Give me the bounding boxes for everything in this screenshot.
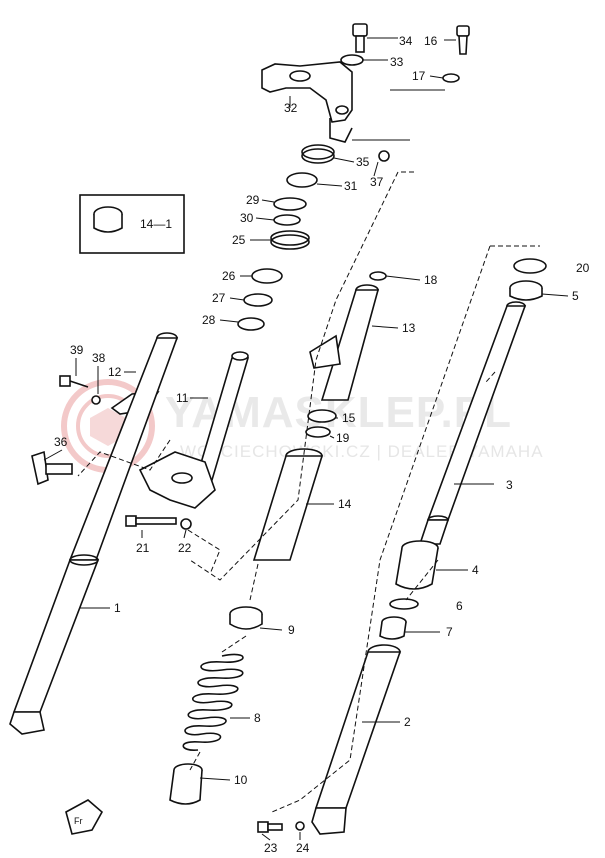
callout-35: 35 [356,155,370,169]
ring-20 [513,258,547,274]
callout-23: 23 [264,841,278,855]
callout-24: 24 [296,841,310,855]
callout-20: 20 [576,261,590,275]
callout-11: 11 [176,391,189,405]
spring-8 [182,653,244,751]
washer-22 [180,518,192,530]
ring-35 [301,144,335,160]
seal-7 [379,616,407,640]
callout-31: 31 [344,179,358,193]
callout-18: 18 [424,273,438,287]
ring-19 [305,426,331,438]
svg-text:Fr: Fr [74,816,83,826]
callout-12: 12 [108,365,122,379]
callout-10: 10 [234,773,248,787]
cover-14 [252,448,324,561]
bolt-34 [352,23,368,53]
callout-9: 9 [288,623,295,637]
callout-30: 30 [240,211,254,225]
washer-17 [442,73,460,83]
ring-27 [243,293,273,307]
nut-37 [378,150,390,162]
callout-38: 38 [92,351,106,365]
front-arrow-icon: Fr [65,799,104,835]
ring-30 [273,214,301,226]
callout-16: 16 [424,34,438,48]
steering-stem-11 [138,351,250,509]
callout-37: 37 [370,175,384,189]
steering-rings [237,144,390,331]
callout-26: 26 [222,269,236,283]
stay-13 [309,271,387,401]
callout-27: 27 [212,291,226,305]
seat-9 [229,606,263,630]
seat-10 [169,763,203,805]
bolt-21 [125,515,177,527]
leader-lines [43,37,569,841]
ring-18 [369,271,387,281]
callout-32: 32 [284,101,298,115]
ring-26 [251,268,283,284]
callout-5: 5 [572,289,579,303]
callout-8: 8 [254,711,261,725]
ring-25 [270,230,310,246]
callout-39: 39 [70,343,84,357]
callout-4: 4 [472,563,479,577]
inner-tube-3 [418,301,527,545]
callout-14: 14 [338,497,352,511]
callout-21: 21 [136,541,150,555]
cap-14-1-box [79,194,185,254]
callout-3: 3 [506,478,513,492]
callout-22: 22 [178,541,192,555]
seal-5 [509,280,543,301]
callout-28: 28 [202,313,216,327]
washer-24 [295,821,305,831]
callout-14-1: 14—1 [140,217,172,231]
callout-15: 15 [342,411,356,425]
callout-25: 25 [232,233,246,247]
ring-6 [389,598,419,610]
callout-29: 29 [246,193,260,207]
callout-1: 1 [114,601,121,615]
callout-36: 36 [54,435,68,449]
callout-7: 7 [446,625,453,639]
callout-6: 6 [456,599,463,613]
callout-33: 33 [390,55,404,69]
washer-38 [91,395,101,405]
washer-33 [340,54,364,66]
bolt-16 [456,25,470,55]
callout-2: 2 [404,715,411,729]
ring-28 [237,317,265,331]
callout-labels: 34 16 33 17 32 35 37 31 29 30 25 26 27 2… [54,34,590,855]
bracket-32 [261,61,353,143]
callout-17: 17 [412,69,426,83]
bolt-39 [59,375,89,388]
bolt-23 [257,821,283,833]
bushing-4 [395,540,439,590]
callout-34: 34 [399,34,413,48]
bolt-36 [31,450,73,486]
ring-31 [286,172,318,188]
callout-19: 19 [336,431,350,445]
callout-13: 13 [402,321,416,335]
fork-1 [9,332,179,735]
ring-29 [273,197,307,211]
ring-15 [307,409,337,423]
outer-tube-2 [311,644,402,835]
